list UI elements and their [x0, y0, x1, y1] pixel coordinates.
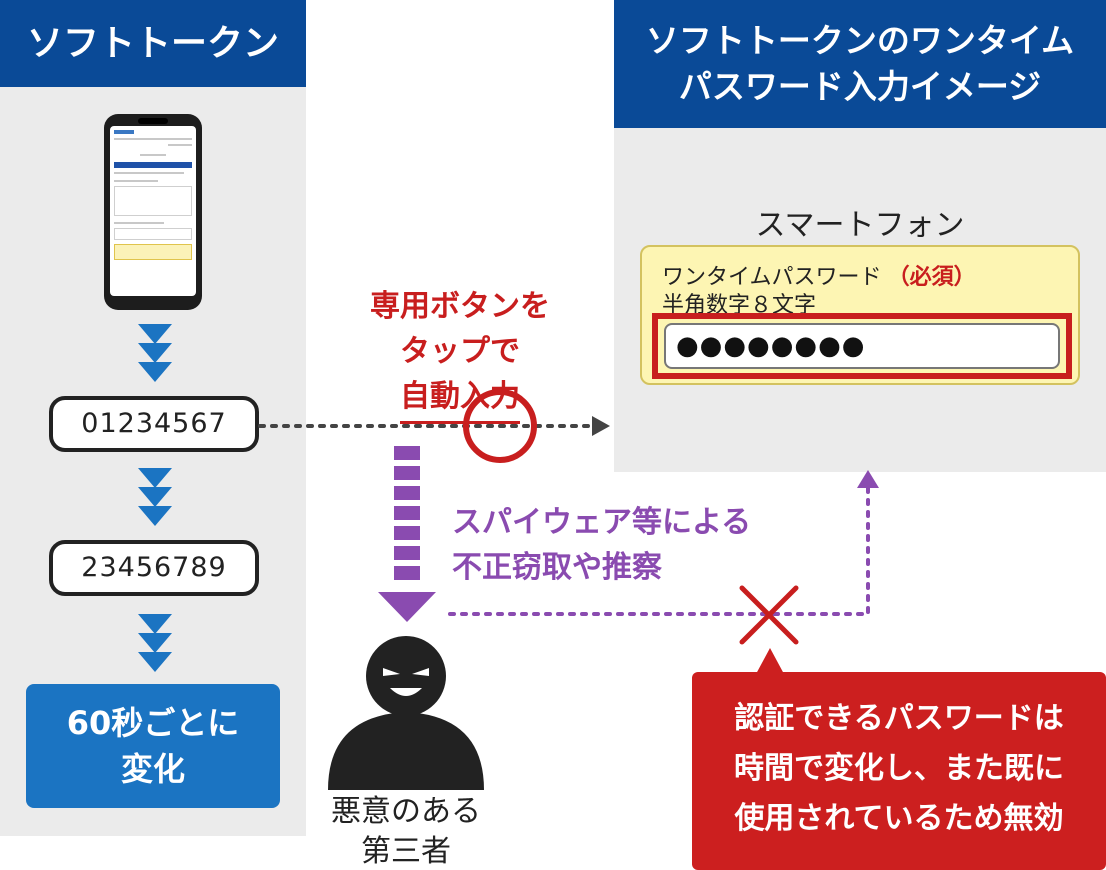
screen-box — [114, 228, 192, 240]
otp-field-highlight: ●●●●●●●● — [652, 313, 1072, 379]
chevron-down-icon — [138, 614, 172, 634]
chevron-down-icon — [138, 506, 172, 526]
villain-icon — [328, 636, 484, 790]
chevron-down-icon — [138, 487, 172, 507]
screen-line — [114, 138, 192, 140]
third-party-line-2: 第三者 — [361, 834, 451, 869]
otp-field-label-text: ワンタイムパスワード — [662, 265, 882, 290]
auto-input-line-2: タップで自動入力 — [306, 329, 614, 424]
spyware-line-1: スパイウェア等による — [452, 505, 752, 540]
otp-input-form: ワンタイムパスワード（必須） 半角数字８文字 ●●●●●●●● — [640, 245, 1080, 385]
invalid-line-3: 使用されているため無効 — [734, 801, 1064, 836]
chevron-down-icon — [138, 343, 172, 363]
smartphone-icon — [104, 114, 202, 310]
chevron-down-icon — [138, 652, 172, 672]
auto-input-prefix: タップで — [400, 334, 520, 369]
change-interval-note: 60秒ごとに 変化 — [26, 684, 280, 808]
phone-notch — [138, 118, 168, 124]
otp-input[interactable]: ●●●●●●●● — [664, 323, 1060, 369]
arrow-head-up-icon — [857, 470, 879, 488]
screen-line — [114, 222, 164, 224]
screen-banner — [114, 162, 192, 168]
token-code-next: 23456789 — [49, 540, 259, 596]
auto-input-note: 専用ボタンを タップで自動入力 — [306, 284, 614, 424]
warning-pointer — [756, 648, 784, 674]
invalid-line-2: 時間で変化し、また既に — [734, 751, 1064, 786]
chevron-down-icon — [138, 362, 172, 382]
token-code-current: 01234567 — [49, 396, 259, 452]
screen-line — [168, 144, 192, 146]
cross-icon — [739, 585, 799, 645]
chevron-down-icon — [138, 468, 172, 488]
third-party-line-1: 悪意のある — [331, 794, 481, 829]
misuse-path — [448, 484, 870, 616]
input-image-title: ソフトトークンのワンタイム パスワード入力イメージ — [614, 0, 1106, 128]
invalid-line-1: 認証できるパスワードは — [734, 701, 1064, 736]
auto-input-line-1: 専用ボタンを — [370, 289, 550, 324]
arrow-head-right-icon — [592, 416, 610, 436]
auto-input-emphasis: 自動入力 — [400, 374, 520, 424]
spyware-note: スパイウェア等による 不正窃取や推察 — [452, 500, 751, 590]
screen-line — [114, 172, 184, 174]
third-party-label: 悪意のある 第三者 — [306, 792, 506, 870]
phone-screen — [110, 126, 196, 296]
screen-logo — [114, 130, 134, 134]
device-label: スマートフォン — [755, 208, 965, 243]
chevron-down-icon — [138, 633, 172, 653]
input-image-title-line-1: ソフトトークンのワンタイム — [645, 21, 1075, 60]
otp-field-required: （必須） — [887, 265, 976, 290]
screen-otp-field — [114, 244, 192, 260]
screen-box — [114, 186, 192, 216]
change-interval-line-1: 60秒ごとに — [66, 704, 240, 742]
theft-arrow — [378, 446, 436, 622]
circle-icon — [463, 389, 537, 463]
invalid-password-note: 認証できるパスワードは 時間で変化し、また既に 使用されているため無効 — [692, 672, 1106, 870]
change-interval-line-2: 変化 — [120, 750, 185, 788]
otp-field-label: ワンタイムパスワード（必須） — [662, 259, 976, 291]
screen-line — [114, 180, 158, 182]
spyware-line-2: 不正窃取や推察 — [452, 550, 662, 585]
screen-line — [140, 154, 166, 156]
chevron-down-icon — [138, 324, 172, 344]
input-image-title-line-2: パスワード入力イメージ — [678, 67, 1042, 106]
soft-token-title: ソフトトークン — [0, 0, 306, 87]
